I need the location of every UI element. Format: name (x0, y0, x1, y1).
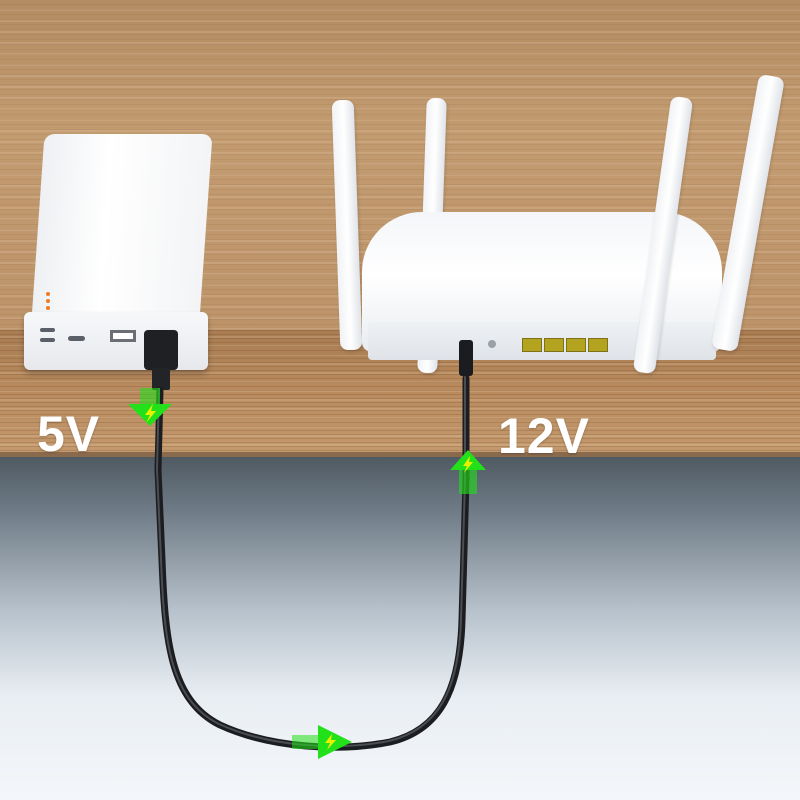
lan-port (544, 338, 564, 352)
dc-barrel-plug (459, 340, 473, 376)
usb-a-port (110, 330, 136, 342)
micro-usb-port (40, 328, 55, 332)
desk-edge (0, 452, 800, 457)
input-voltage-label: 5V (37, 406, 101, 462)
usb-plug-strain-relief (152, 368, 170, 390)
battery-led-icon (46, 299, 50, 303)
lightning-port (40, 338, 55, 342)
bolt-arrow-down-icon (128, 388, 172, 426)
battery-led-icon (46, 292, 50, 296)
battery-led-icon (46, 306, 50, 310)
usb-plug (144, 330, 178, 370)
bolt-arrow-right-icon (292, 725, 352, 759)
lan-port (588, 338, 608, 352)
bolt-arrow-up-icon (450, 450, 486, 494)
lan-port (566, 338, 586, 352)
wan-port (522, 338, 542, 352)
output-voltage-label: 12V (498, 408, 590, 464)
under-desk-area (0, 457, 800, 800)
usb-c-port (68, 336, 85, 341)
reset-button (488, 340, 496, 348)
